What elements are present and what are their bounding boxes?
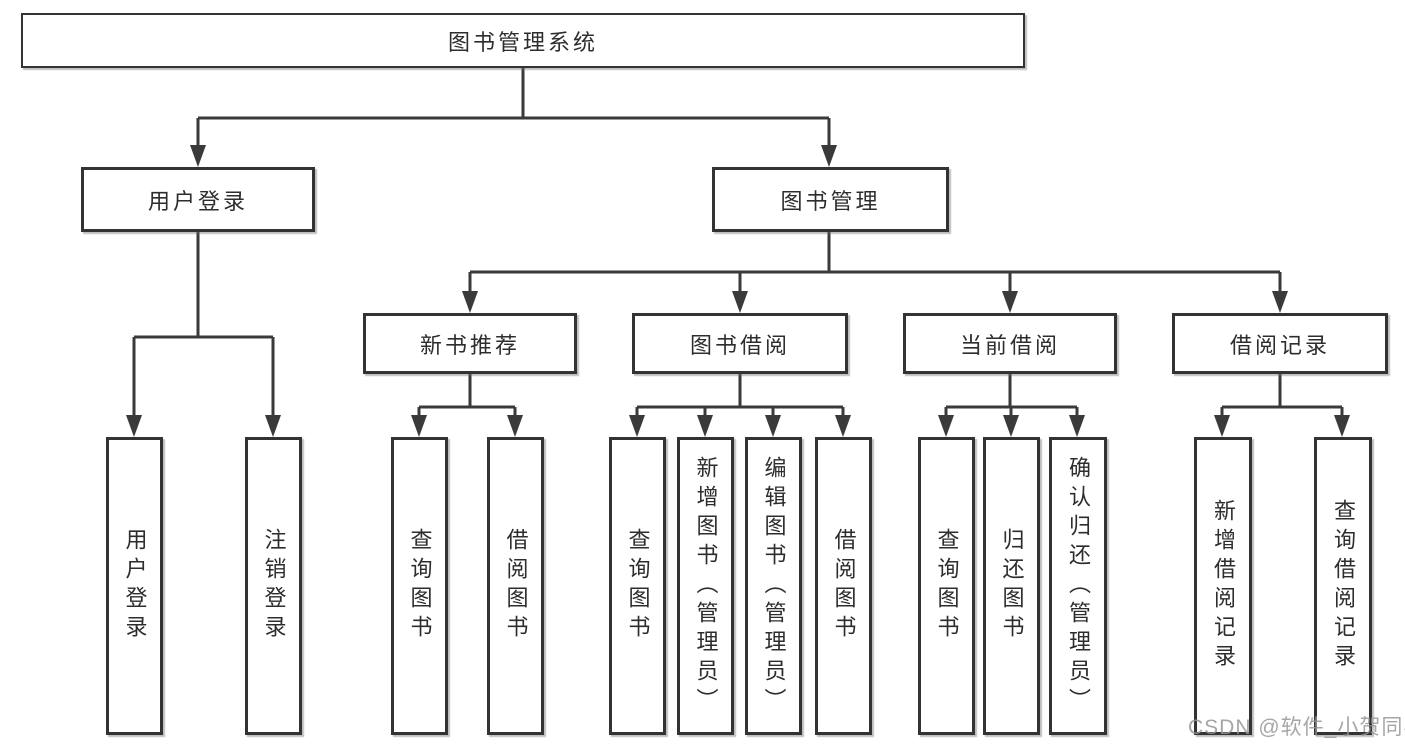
node-label: 新增图书（管理员）	[693, 455, 719, 717]
leaf-current-query: 查询图书	[918, 437, 975, 735]
node-label: 图书管理	[780, 188, 881, 214]
arrow-down-icon	[190, 145, 206, 167]
arrow-down-icon	[462, 291, 478, 313]
leaf-newbook-borrow: 借阅图书	[487, 437, 544, 735]
node-label: 新书推荐	[419, 332, 520, 358]
node-label: 图书管理系统	[447, 29, 598, 55]
arrow-down-icon	[507, 415, 523, 437]
leaf-logout: 注销登录	[245, 437, 302, 735]
node-label: 查询借阅记录	[1331, 499, 1356, 673]
arrow-down-icon	[1002, 291, 1018, 313]
node-label: 归还图书	[999, 528, 1025, 644]
leaf-borrow-edit-book: 编辑图书（管理员）	[745, 437, 802, 735]
arrow-down-icon	[732, 291, 748, 313]
leaf-user-login: 用户登录	[106, 437, 163, 735]
node-label: 用户登录	[122, 528, 148, 644]
arrow-down-icon	[1003, 415, 1019, 437]
leaf-borrow-query: 查询图书	[609, 437, 666, 735]
arrow-down-icon	[765, 415, 781, 437]
arrow-down-icon	[1272, 291, 1288, 313]
node-label: 借阅记录	[1229, 332, 1330, 358]
arrow-down-icon	[1069, 415, 1085, 437]
arrow-down-icon	[411, 415, 427, 437]
node-label: 查询图书	[934, 528, 960, 644]
node-current-borrow: 当前借阅	[903, 313, 1117, 374]
node-label: 查询图书	[407, 528, 433, 644]
node-label: 编辑图书（管理员）	[761, 455, 787, 717]
arrow-down-icon	[697, 415, 713, 437]
leaf-current-confirm-return: 确认归还（管理员）	[1049, 437, 1107, 735]
arrow-down-icon	[938, 415, 954, 437]
node-label: 新增借阅记录	[1211, 499, 1236, 673]
leaf-newbook-query: 查询图书	[391, 437, 448, 735]
node-label: 查询图书	[625, 528, 651, 644]
leaf-borrow-borrow-book: 借阅图书	[815, 437, 872, 735]
leaf-records-query: 查询借阅记录	[1314, 437, 1372, 735]
arrow-down-icon	[265, 415, 281, 437]
node-label: 图书借阅	[689, 332, 790, 358]
arrow-down-icon	[629, 415, 645, 437]
node-book-management: 图书管理	[712, 167, 949, 232]
node-user-login: 用户登录	[81, 167, 315, 232]
arrow-down-icon	[1334, 415, 1350, 437]
node-label: 注销登录	[261, 528, 287, 644]
watermark: CSDN @软件_小贺同学	[1188, 716, 1405, 739]
node-label: 当前借阅	[959, 332, 1060, 358]
node-root-system: 图书管理系统	[21, 13, 1025, 68]
arrow-down-icon	[821, 145, 837, 167]
node-borrow-records: 借阅记录	[1172, 313, 1388, 374]
node-book-borrow: 图书借阅	[632, 313, 848, 374]
node-label: 确认归还（管理员）	[1066, 455, 1091, 717]
node-label: 用户登录	[147, 188, 248, 214]
node-label: 借阅图书	[503, 528, 529, 644]
node-new-book-recommend: 新书推荐	[363, 313, 577, 374]
leaf-borrow-add-book: 新增图书（管理员）	[677, 437, 734, 735]
node-label: 借阅图书	[831, 528, 857, 644]
arrow-down-icon	[1214, 415, 1230, 437]
arrow-down-icon	[835, 415, 851, 437]
leaf-current-return: 归还图书	[983, 437, 1040, 735]
arrow-down-icon	[126, 415, 142, 437]
leaf-records-add: 新增借阅记录	[1194, 437, 1252, 735]
